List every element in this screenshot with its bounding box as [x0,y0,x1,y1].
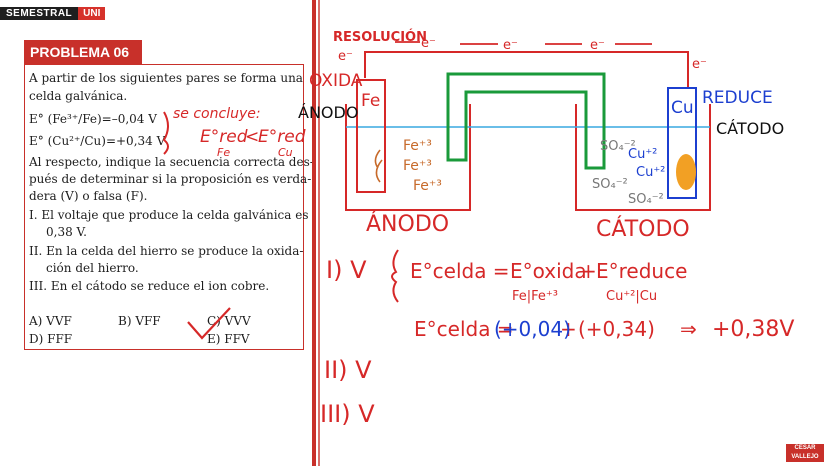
problem-box [24,64,304,350]
brace [162,111,169,155]
so4-ion-2: SO₄⁻² [592,177,628,192]
fe3-ion-1: Fe⁺³ [403,138,432,154]
resolution-title: RESOLUCIÓN [333,29,427,45]
question-line-2: pués de determinar si la proposición es … [29,172,312,186]
statement-3: III. En el cátodo se reduce el ion cobre… [29,279,270,293]
equation-1-plus: + [580,259,597,283]
external-wire [364,51,689,88]
equation-2-arrow: ⇒ [680,317,697,341]
catodo-label: CÁTODO [596,216,690,242]
statement-1: I. El voltaje que produce la celda galvá… [29,208,309,222]
note-cu-sub: Cu [278,146,293,159]
note-less-than: < [245,127,259,147]
copper-deposit [676,154,696,190]
badge-semestral: SEMESTRAL [0,6,79,20]
fe3-ion-2: Fe⁺³ [403,158,432,174]
equation-1-term-2-sub: Cu⁺²|Cu [606,289,657,304]
top-bar: SEMESTRAL UNI [0,0,828,22]
oxida-label: OXIDA [309,71,363,91]
electron-label-2: e⁻ [421,36,436,51]
right-beaker [575,104,711,211]
note-fe-sub: Fe [217,146,230,159]
option-b: B) VFF [118,314,161,328]
intro-line-1: A partir de los siguientes pares se form… [29,71,303,85]
statement-1-verdict: I) V [326,256,367,284]
question-line-1: Al respecto, indique la secuencia correc… [29,155,314,169]
statement-1-cont: 0,38 V. [46,225,87,239]
course-badge: SEMESTRAL UNI [0,6,106,20]
electron-label-1: e⁻ [338,49,353,64]
option-a: A) VVF [29,314,72,328]
so4-ion-3: SO₄⁻² [628,192,664,207]
cu-electrode-label: Cu [671,98,694,118]
option-d: D) FFF [29,332,73,346]
left-beaker [345,104,471,211]
electron-label-5: e⁻ [692,57,707,72]
vertical-divider-thin [318,0,320,466]
option-c: C) VVV [207,314,251,328]
electron-label-4: e⁻ [590,38,605,53]
cu2-ion-1: Cu⁺² [628,147,657,162]
equation-1-term-1: E°oxida [510,259,587,283]
pair-cu: E° (Cu²⁺/Cu)=+0,34 V [29,134,166,148]
intro-line-2: celda galvánica. [29,89,128,103]
vertical-divider [312,0,316,466]
badge-uni: UNI [78,6,106,20]
electron-label-3: e⁻ [503,38,518,53]
equation-2-term-a: (+0,04) [494,317,571,341]
problem-title: PROBLEMA 06 [24,40,142,64]
statement-2-verdict: II) V [324,356,372,384]
fe-electrode-label: Fe [361,91,380,111]
brace-2 [391,249,399,303]
equation-1-term-2: E°reduce [596,259,687,283]
catodo-side-label: CÁTODO [716,119,784,138]
equation-2-lhs: E°celda = [414,317,514,341]
note-e-red-fe: E°red [200,127,248,147]
statement-2: II. En la celda del hierro se produce la… [29,244,304,258]
statement-3-verdict: III) V [320,400,375,428]
fe-electrode [356,79,386,193]
fe3-ion-3: Fe⁺³ [413,178,442,194]
anodo-label: ÁNODO [366,211,449,237]
so4-ion-1: SO₄⁻² [600,139,636,154]
option-e: E) FFV [207,332,250,346]
statement-2-cont: ción del hierro. [46,261,139,275]
pair-fe: E° (Fe³⁺/Fe)=–0,04 V [29,112,157,126]
salt-bridge [446,72,606,170]
equation-1-term-1-sub: Fe|Fe⁺³ [512,289,558,304]
question-line-3: dera (V) o falsa (F). [29,189,148,203]
anodo-side-label: ÁNODO [298,103,358,122]
note-e-red-cu: E°red [258,127,306,147]
cu-electrode [667,87,697,199]
note-se-concluye: se concluye: [173,106,261,122]
equation-2-plus: + [560,317,577,341]
equation-2-term-b: (+0,34) [578,317,655,341]
check-mark-icon [187,307,231,340]
equation-1-lhs: E°celda = [410,259,510,283]
ion-arrows [374,149,383,183]
cu2-ion-2: Cu⁺² [636,165,665,180]
reduce-label: REDUCE [702,88,773,108]
equation-2-result: +0,38V [712,317,794,342]
